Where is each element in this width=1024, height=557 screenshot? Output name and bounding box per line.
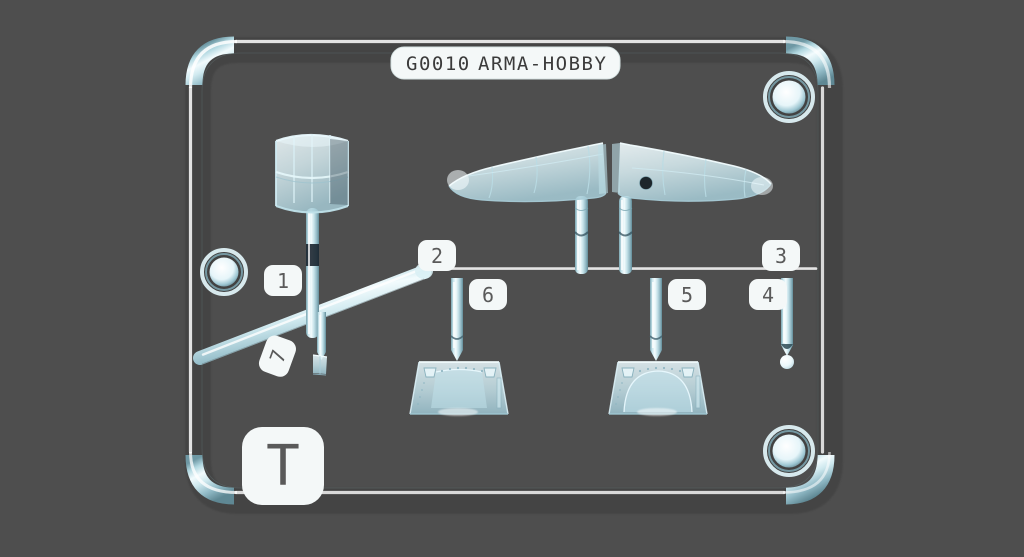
part-bead: [780, 355, 794, 369]
part-wing-half-right: [612, 142, 773, 202]
mount-ring-bottom-right: [763, 425, 815, 477]
part-label-1-text: 1: [277, 269, 289, 293]
title-tag-brand: ARMA-HOBBY: [478, 53, 607, 75]
part-label-4-text: 4: [762, 283, 774, 307]
wing-port-hole: [639, 176, 653, 190]
part-canopy-front: [409, 361, 509, 416]
part-wing-half-left: [447, 142, 608, 203]
title-tag: G0010 ARMA-HOBBY: [390, 46, 621, 80]
sprue-letter-text: T: [266, 434, 300, 499]
part-label-2: 2: [418, 240, 456, 271]
mount-ring-top-right: [763, 71, 815, 123]
part-small-block: [312, 354, 328, 376]
part-label-3: 3: [762, 240, 800, 271]
title-tag-code: G0010: [406, 53, 471, 75]
part-label-6-text: 6: [482, 283, 494, 307]
part-turret-glazing: [275, 133, 349, 214]
part-label-4: 4: [749, 279, 787, 310]
part-label-5: 5: [668, 279, 706, 310]
part-label-7: 7: [258, 335, 296, 377]
part-label-1: 1: [264, 265, 302, 296]
sprue-letter-tag: T: [242, 427, 324, 505]
part-label-6: 6: [469, 279, 507, 310]
part-label-5-text: 5: [681, 283, 693, 307]
sprue-outer-frame: [185, 36, 843, 514]
mount-ring-left-middle: [200, 248, 248, 296]
part-label-3-text: 3: [775, 244, 787, 268]
part-label-2-text: 2: [431, 244, 443, 268]
part-canopy-rear: [608, 361, 708, 416]
